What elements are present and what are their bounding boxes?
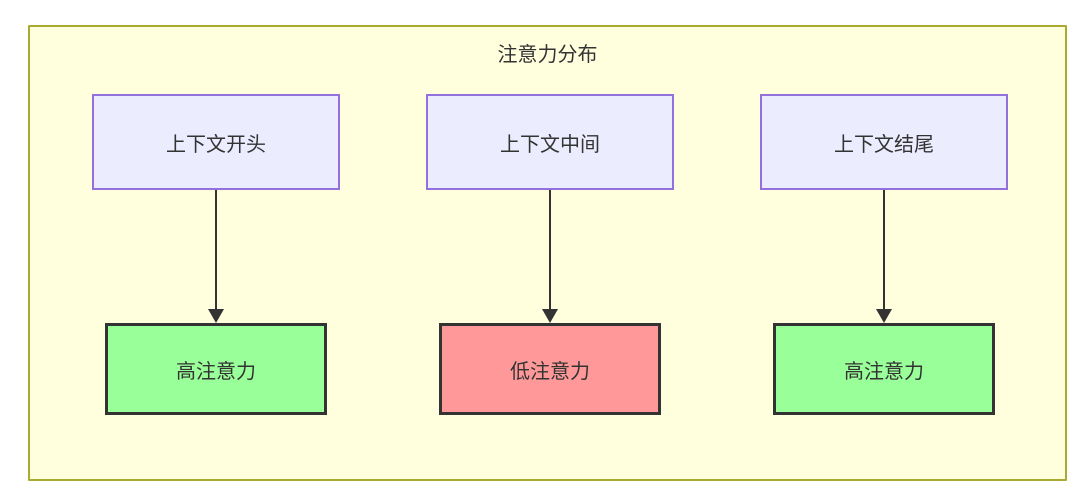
arrow-down-icon (876, 190, 892, 323)
arrow-line (549, 190, 551, 309)
diagram-title: 注意力分布 (497, 42, 598, 66)
arrow-line (883, 190, 885, 309)
flow-column-context-end: 上下文结尾 高注意力 (760, 94, 1008, 415)
node-attention-result-middle: 低注意力 (439, 323, 661, 415)
arrow-head-icon (876, 309, 892, 323)
arrow-head-icon (542, 309, 558, 323)
arrow-head-icon (208, 309, 224, 323)
node-context-end: 上下文结尾 (760, 94, 1008, 190)
arrow-down-icon (542, 190, 558, 323)
node-context-start: 上下文开头 (92, 94, 340, 190)
diagram-canvas: 注意力分布 上下文开头 高注意力 上下文中间 低注意力 上下文结尾 高注意力 (28, 25, 1067, 481)
node-context-middle: 上下文中间 (426, 94, 674, 190)
node-attention-result-start: 高注意力 (105, 323, 327, 415)
arrow-line (215, 190, 217, 309)
flow-column-context-start: 上下文开头 高注意力 (92, 94, 340, 415)
flow-column-context-middle: 上下文中间 低注意力 (426, 94, 674, 415)
arrow-down-icon (208, 190, 224, 323)
node-attention-result-end: 高注意力 (773, 323, 995, 415)
